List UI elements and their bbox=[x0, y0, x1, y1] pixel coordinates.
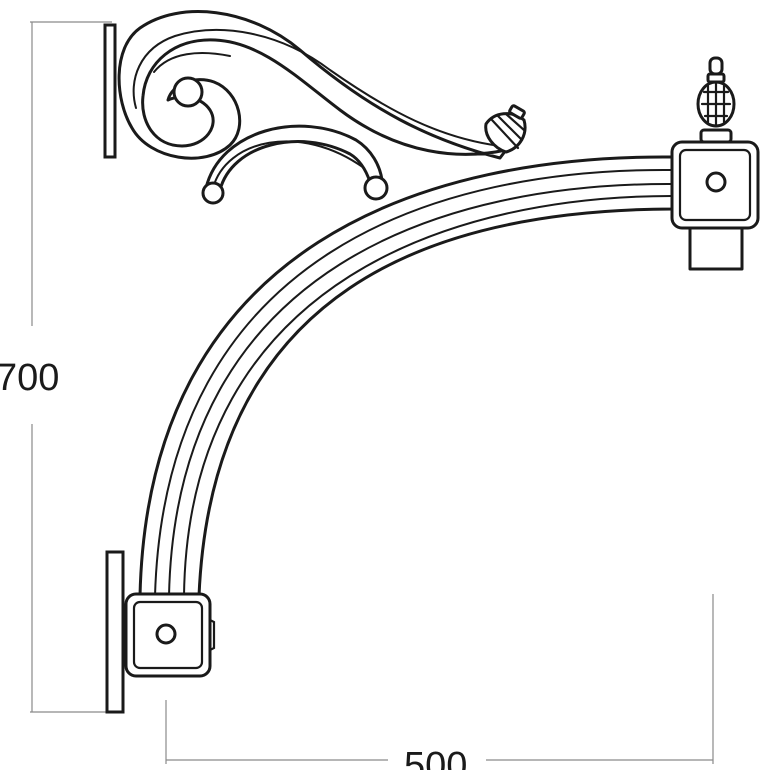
decorative-scroll bbox=[117, 10, 527, 205]
scroll-ball-icon bbox=[172, 76, 204, 108]
height-dimension-label: 700 bbox=[0, 357, 59, 399]
finial-icon bbox=[696, 56, 736, 144]
right-arc-ball-icon bbox=[363, 175, 389, 201]
right-bolt-icon bbox=[705, 171, 727, 193]
right-collar bbox=[670, 140, 760, 271]
height-dimension: 700 bbox=[0, 21, 112, 713]
bottom-bolt-icon bbox=[155, 623, 177, 645]
width-dimension: 500 bbox=[165, 594, 714, 770]
left-arc-ball-icon bbox=[201, 181, 225, 205]
acorn-end-icon bbox=[484, 104, 527, 154]
bottom-wall-plate bbox=[105, 550, 125, 714]
width-dimension-label: 500 bbox=[404, 745, 467, 770]
bottom-collar bbox=[124, 592, 216, 678]
main-curved-arm bbox=[138, 155, 674, 598]
top-wall-plate bbox=[103, 23, 117, 159]
